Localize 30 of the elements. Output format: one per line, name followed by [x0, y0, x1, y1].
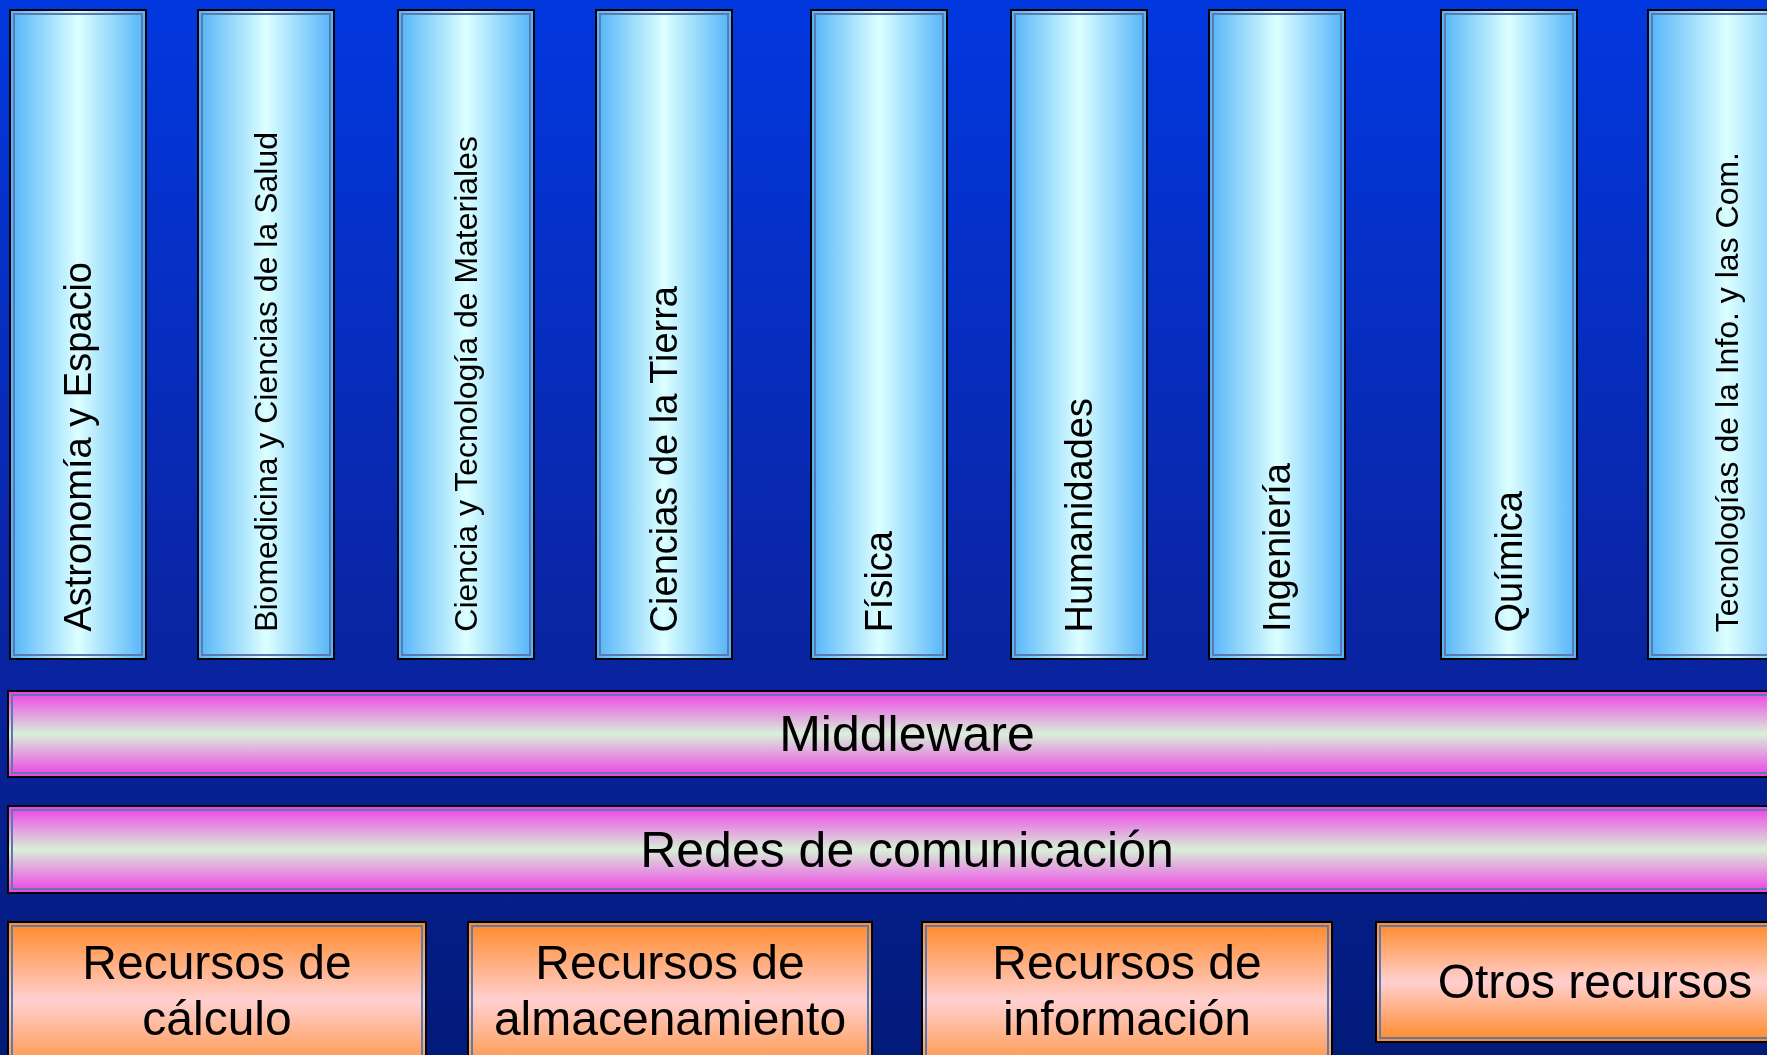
resource-box	[7, 921, 427, 1055]
resource-box	[467, 921, 873, 1055]
column-label: Ciencia y Tecnología de Materiales	[447, 136, 485, 632]
discipline-column	[397, 9, 535, 660]
resource-label: Otros recursos	[1437, 954, 1753, 1010]
column-label: Biomedicina y Ciencias de la Salud	[247, 132, 285, 632]
resource-box	[1375, 921, 1767, 1043]
discipline-column	[9, 9, 147, 660]
column-label: Humanidades	[1057, 397, 1101, 632]
layer-label: Middleware	[779, 705, 1035, 763]
discipline-column	[1208, 9, 1346, 660]
discipline-column	[1010, 9, 1148, 660]
discipline-column	[1440, 9, 1578, 660]
column-label: Astronomía y Espacio	[56, 262, 100, 632]
layer-bar	[7, 690, 1767, 778]
column-label: Ingeniería	[1255, 463, 1299, 632]
column-label: Ciencias de la Tierra	[642, 285, 686, 632]
discipline-column	[197, 9, 335, 660]
resource-label: Recursos de cálculo	[81, 935, 353, 1047]
layer-label: Redes de comunicación	[640, 820, 1174, 879]
discipline-column	[810, 9, 948, 660]
resource-label: Recursos de información	[991, 935, 1263, 1047]
resource-box	[921, 921, 1333, 1055]
column-label: Química	[1487, 490, 1531, 632]
layer-bar	[7, 805, 1767, 894]
discipline-column	[595, 9, 733, 660]
discipline-column	[1647, 9, 1767, 660]
column-label: Física	[857, 530, 901, 632]
resource-label: Recursos de almacenamiento	[492, 935, 848, 1047]
column-label: Tecnologías de la Info. y las Com.	[1708, 151, 1746, 632]
